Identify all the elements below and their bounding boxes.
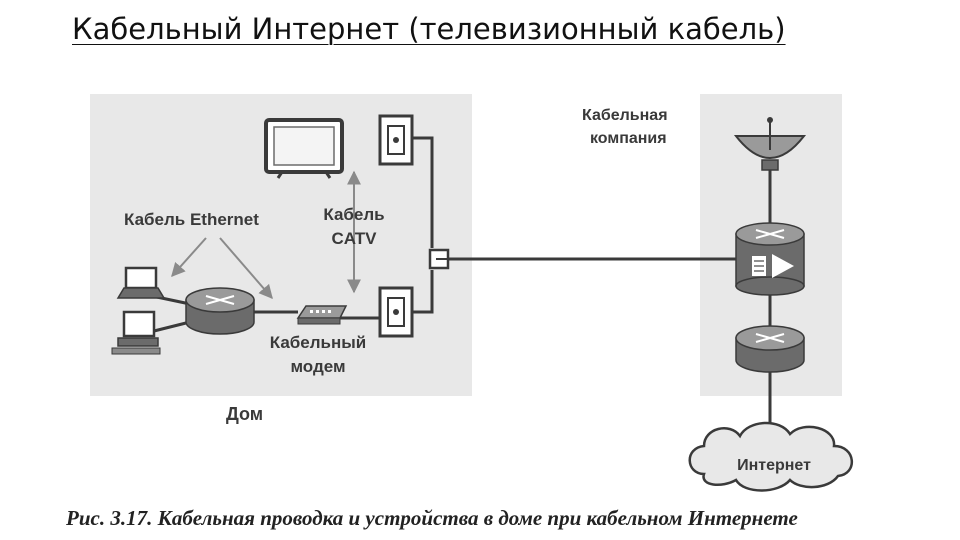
catv-cable-label-line2: CATV — [331, 229, 377, 248]
cable-company-label-line1: Кабельная — [582, 107, 668, 124]
internet-router-icon — [735, 325, 805, 373]
cable-modem-label-line2: модем — [290, 357, 345, 376]
home-router-icon — [185, 287, 255, 335]
cable-modem-icon — [296, 305, 348, 325]
ethernet-cable-label: Кабель Ethernet — [124, 210, 259, 229]
figure-caption: Рис. 3.17. Кабельная проводка и устройст… — [66, 506, 798, 530]
laptop-icon — [116, 266, 166, 299]
slide-title: Кабельный Интернет (телевизионный кабель… — [72, 12, 786, 46]
tv-outlet-coax — [408, 136, 434, 248]
television-icon — [264, 118, 344, 179]
tv-wall-outlet-icon — [378, 114, 414, 166]
internet-cloud-icon — [688, 421, 854, 492]
cable-modem-label-line1: Кабельный — [270, 333, 366, 352]
desktop-to-router-line — [149, 320, 191, 334]
splitter-icon — [428, 248, 450, 270]
satellite-dish-icon — [733, 117, 807, 171]
modem-outlet-coax — [408, 270, 434, 314]
cabling — [149, 136, 772, 440]
ethernet-arrow-left — [171, 237, 207, 278]
network-diagram: Кабель Ethernet Кабель CATV Кабельный мо… — [90, 94, 854, 492]
home-label: Дом — [226, 404, 263, 424]
headend-router-icon — [735, 222, 805, 296]
desktop-computer-icon — [111, 310, 161, 355]
internet-label: Интернет — [737, 457, 811, 474]
cable-company-label-line2: компания — [590, 130, 667, 147]
catv-cable-label-line1: Кабель — [323, 205, 384, 224]
ethernet-arrow-right — [219, 237, 273, 300]
modem-wall-outlet-icon — [378, 286, 414, 338]
